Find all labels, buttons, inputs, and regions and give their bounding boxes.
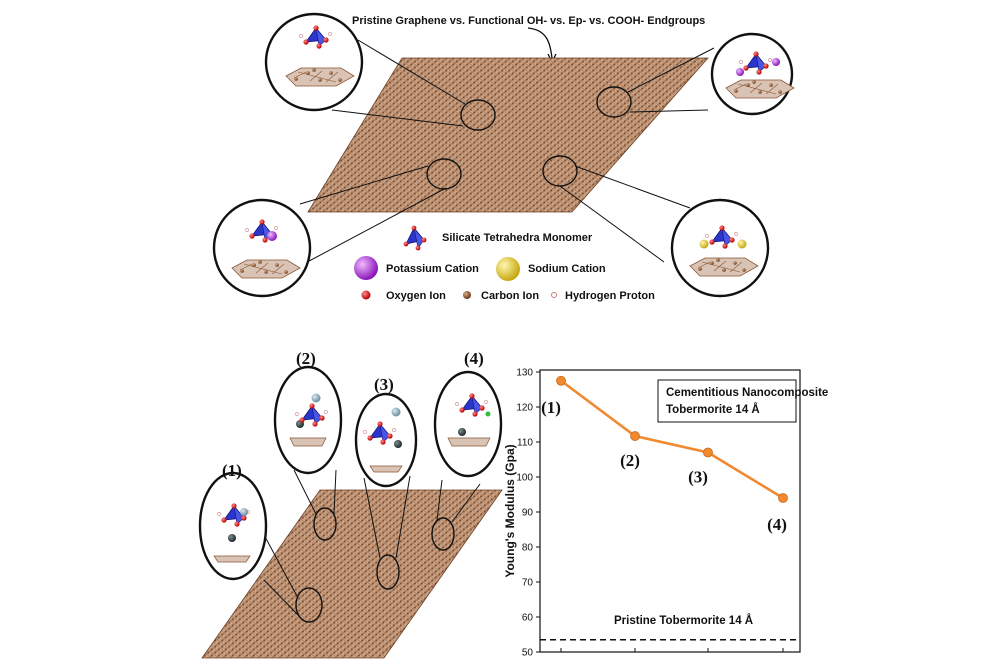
bottom-inset-3 bbox=[354, 392, 418, 488]
title-pointer-arrow bbox=[527, 27, 553, 59]
legend-box-line-2: Tobermorite 14 Å bbox=[666, 403, 760, 416]
data-point-label: (1) bbox=[541, 398, 561, 417]
sheet-bottom-circle-1 bbox=[295, 587, 323, 623]
y-tick-label: 130 bbox=[516, 368, 533, 379]
top-legend: Silicate Tetrahedra Monomer Potassium Ca… bbox=[354, 225, 655, 302]
sheet-bottom-circle-3 bbox=[376, 554, 400, 590]
inset-label-4: (4) bbox=[464, 349, 484, 368]
y-tick-label: 80 bbox=[522, 543, 534, 554]
data-point bbox=[778, 493, 788, 503]
carbon-ion-icon bbox=[463, 291, 471, 299]
legend-silicate-label: Silicate Tetrahedra Monomer bbox=[442, 232, 593, 244]
hydrogen-proton-icon bbox=[551, 292, 557, 298]
y-tick-label: 50 bbox=[522, 648, 534, 659]
y-tick-label: 110 bbox=[517, 438, 533, 449]
inset-top-right bbox=[710, 32, 795, 116]
bottom-inset-1 bbox=[198, 471, 268, 581]
y-axis: 50 60 70 80 90 100 110 120 130 bbox=[516, 368, 784, 659]
series-points: (1) (2) (3) (4) bbox=[541, 375, 788, 534]
sheet-circle-2 bbox=[596, 86, 632, 118]
inset-label-1: (1) bbox=[222, 461, 242, 480]
sheet-circle-1 bbox=[460, 99, 496, 131]
chart-legend-box: Cementitious Nanocomposite Tobermorite 1… bbox=[657, 379, 828, 423]
connector-lines-bottom bbox=[255, 469, 481, 619]
legend-hydrogen-label: Hydrogen Proton bbox=[565, 290, 655, 302]
inset-bottom-right bbox=[670, 198, 770, 298]
data-point bbox=[630, 431, 640, 441]
inset-bottom-left bbox=[212, 198, 312, 298]
bottom-inset-4 bbox=[433, 370, 503, 478]
y-tick-label: 100 bbox=[516, 473, 533, 484]
potassium-cation-icon bbox=[354, 256, 378, 280]
sodium-cation-icon bbox=[496, 257, 520, 281]
inset-top-left bbox=[264, 12, 364, 112]
reference-line-label: Pristine Tobermorite 14 Å bbox=[614, 614, 753, 627]
legend-potassium-label: Potassium Cation bbox=[386, 263, 479, 275]
data-point bbox=[556, 375, 566, 386]
sheet-bottom-circle-2 bbox=[313, 507, 337, 541]
y-axis-label: Young's Modulus (Gpa) bbox=[503, 444, 517, 577]
inset-label-3: (3) bbox=[374, 375, 394, 394]
sheet-bottom-circle-4 bbox=[431, 517, 455, 551]
top-panel: Pristine Graphene vs. Functional OH- vs.… bbox=[212, 12, 795, 302]
y-tick-label: 60 bbox=[522, 613, 534, 624]
connector-lines-top bbox=[295, 39, 715, 269]
y-tick-label: 120 bbox=[516, 403, 533, 414]
oxygen-ion-icon bbox=[361, 290, 371, 300]
y-tick-label: 90 bbox=[522, 508, 534, 519]
bottom-inset-2 bbox=[273, 365, 343, 475]
data-point-label: (4) bbox=[767, 515, 787, 534]
youngs-modulus-chart: 50 60 70 80 90 100 110 120 130 Young's Modulus (… bbox=[503, 368, 828, 659]
legend-box-line-1: Cementitious Nanocomposite bbox=[666, 387, 828, 399]
legend-oxygen-label: Oxygen Ion bbox=[386, 290, 446, 302]
y-tick-label: 70 bbox=[522, 578, 534, 589]
top-title: Pristine Graphene vs. Functional OH- vs.… bbox=[352, 15, 705, 27]
graphene-sheet-bottom bbox=[201, 489, 503, 659]
data-point bbox=[703, 447, 713, 458]
bottom-left-panel: (1) (2) (3) (4) bbox=[198, 349, 503, 659]
legend-sodium-label: Sodium Cation bbox=[528, 263, 606, 275]
legend-carbon-label: Carbon Ion bbox=[481, 290, 539, 302]
data-point-label: (2) bbox=[620, 451, 640, 470]
inset-label-2: (2) bbox=[296, 349, 316, 368]
graphene-sheet-top bbox=[307, 57, 709, 213]
data-point-label: (3) bbox=[688, 468, 708, 487]
series-line bbox=[560, 379, 784, 500]
silicate-tetrahedron-icon bbox=[403, 225, 427, 251]
